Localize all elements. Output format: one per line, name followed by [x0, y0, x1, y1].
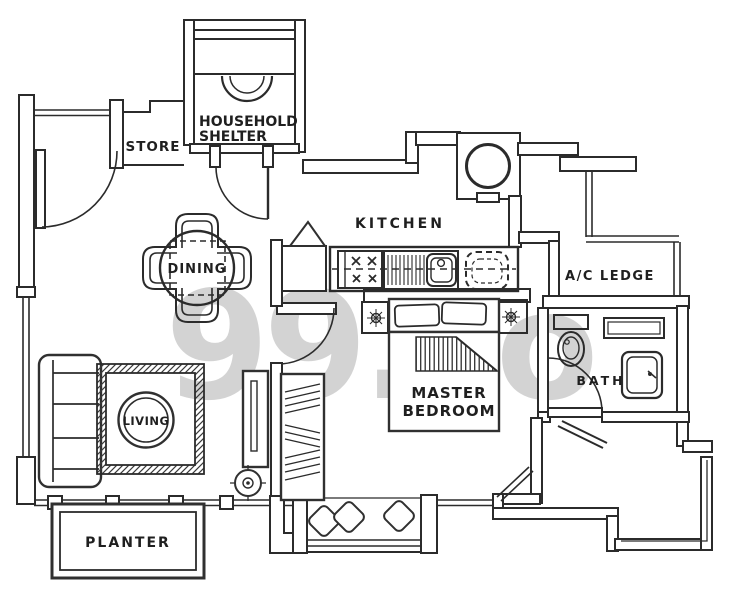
living-label: LIVING	[123, 414, 170, 428]
dining-set	[142, 213, 252, 323]
sink	[383, 250, 459, 290]
living-label-circle	[117, 391, 175, 449]
planter-box	[50, 502, 206, 580]
tv-console	[241, 369, 270, 469]
basin-vanity	[620, 350, 664, 400]
store-label: STORE	[125, 139, 180, 155]
sofa	[37, 353, 103, 489]
pillow-left	[393, 303, 441, 328]
bed	[387, 297, 501, 433]
wardrobe	[279, 372, 326, 502]
rug	[96, 363, 205, 475]
master-bedroom-label-1: MASTER	[411, 384, 486, 402]
living-room-furniture	[37, 353, 270, 501]
dining-table	[158, 229, 236, 307]
household-shelter-label-2: SHELTER	[199, 129, 267, 145]
pillow-right	[440, 301, 488, 326]
planter-label: PLANTER	[85, 535, 171, 551]
shelter-basin	[220, 75, 274, 103]
master-bedroom-label-2: BEDROOM	[402, 402, 495, 420]
bedroom-furniture	[279, 297, 528, 537]
kitchen-counter	[281, 220, 520, 293]
kitchen-label: KITCHEN	[355, 216, 445, 232]
fan-symbol	[230, 465, 266, 501]
dining-label: DINING	[168, 262, 227, 277]
bay-window-cushions	[308, 500, 415, 537]
bath-door-arc	[547, 357, 603, 413]
bedroom-door-leaf	[276, 302, 337, 315]
entrance-door-arc	[41, 150, 118, 228]
ac-ledge-rails	[585, 172, 681, 300]
household-shelter-label-1: HOUSEHOLD	[199, 114, 298, 130]
toilet	[553, 314, 589, 367]
entrance-door-leaf	[35, 149, 46, 229]
bath-door-leaf	[547, 407, 603, 418]
stove	[337, 250, 383, 289]
kitchen-shelf	[288, 220, 327, 247]
dining-mat	[169, 240, 226, 296]
column	[465, 143, 511, 189]
bath-shelf	[603, 317, 665, 339]
ac-ledge-label: A/C LEDGE	[565, 269, 655, 284]
room-labels: STORE HOUSEHOLD SHELTER KITCHEN DINING A…	[85, 114, 655, 551]
bath-fixtures	[553, 314, 665, 400]
bath-label: BATH	[576, 373, 625, 388]
shelter-door-arc	[215, 166, 269, 220]
bedroom-door-arc	[277, 307, 335, 365]
appliance-space	[465, 251, 509, 290]
shower-screen	[557, 425, 604, 449]
angled-window	[496, 466, 530, 498]
